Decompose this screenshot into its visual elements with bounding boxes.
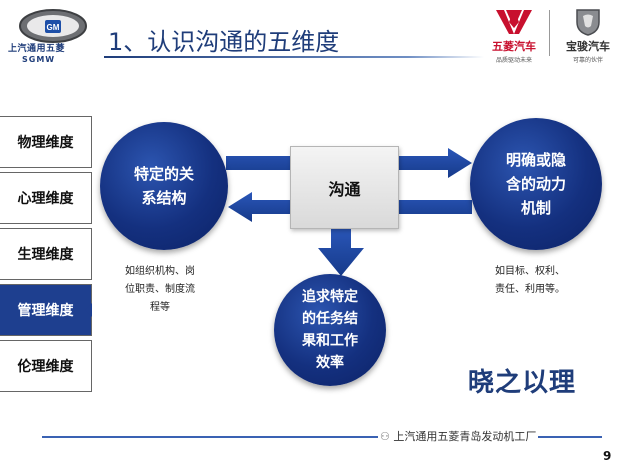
header-divider — [104, 56, 484, 58]
brand-separator — [549, 10, 550, 56]
page-title: 1、认识沟通的五维度 — [108, 28, 340, 56]
brand-baojun-name: 宝骏汽车 — [566, 40, 610, 53]
circle-bottom-line-4: 效率 — [316, 355, 344, 371]
circle-bottom-line-1: 追求特定 — [302, 289, 358, 305]
company-logo: GM — [18, 8, 88, 44]
logo-company-name: 上汽通用五菱 — [8, 44, 66, 54]
left-description: 如组织机构、岗 位职责、制度流 程等 — [112, 263, 208, 317]
wechat-icon: ⚇ — [380, 430, 390, 443]
footer-divider — [42, 436, 602, 438]
sidebar-item-physiological[interactable]: 生理维度 — [0, 228, 92, 280]
brand-wuling: 五菱汽车 品质驱动未来 — [482, 8, 546, 64]
sidebar-item-physical[interactable]: 物理维度 — [0, 116, 92, 168]
footer-company: 上汽通用五菱青岛发动机工厂 — [393, 430, 537, 443]
circle-right-line-3: 机制 — [520, 199, 551, 217]
brand-baojun: 宝骏汽车 可靠的伙伴 — [556, 8, 620, 64]
left-desc-line-1: 如组织机构、岗 — [125, 266, 195, 277]
logo-abbreviation: SGMW — [22, 55, 56, 64]
active-pointer-icon — [85, 303, 92, 317]
brand-wuling-slogan: 品质驱动未来 — [495, 57, 532, 64]
right-desc-line-2: 责任、利用等。 — [495, 284, 565, 295]
right-desc-line-1: 如目标、权利、 — [495, 266, 565, 277]
left-desc-line-2: 位职责、制度流 — [125, 284, 195, 295]
circle-dynamic-mechanism: 明确或隐 含的动力 机制 — [470, 118, 602, 250]
circle-left-line-1: 特定的关 — [133, 165, 194, 183]
motto-text: 晓之以理 — [468, 368, 577, 398]
brand-wuling-name: 五菱汽车 — [492, 40, 536, 53]
brand-baojun-slogan: 可靠的伙伴 — [572, 57, 603, 64]
circle-left-line-2: 系结构 — [141, 189, 187, 207]
sidebar-item-ethical[interactable]: 伦理维度 — [0, 340, 92, 392]
circle-bottom-line-3: 果和工作 — [302, 333, 358, 349]
sidebar-item-psychological[interactable]: 心理维度 — [0, 172, 92, 224]
page-number: 9 — [603, 449, 612, 463]
sidebar-item-management[interactable]: 管理维度 — [0, 284, 92, 336]
baojun-logo-icon — [576, 9, 600, 36]
arrow-to-bottom-circle — [318, 228, 364, 276]
right-description: 如目标、权利、 责任、利用等。 — [484, 263, 576, 299]
svg-text:GM: GM — [47, 23, 60, 32]
circle-right-line-2: 含的动力 — [505, 175, 566, 193]
wuling-logo-icon — [496, 10, 532, 34]
circle-relationship-structure: 特定的关 系结构 — [100, 122, 228, 250]
left-desc-line-3: 程等 — [150, 302, 170, 313]
center-box-communication: 沟通 — [290, 146, 399, 229]
circle-bottom-line-2: 的任务结 — [302, 311, 358, 327]
circle-task-efficiency: 追求特定 的任务结 果和工作 效率 — [274, 274, 386, 386]
footer-text: ⚇ 上汽通用五菱青岛发动机工厂 — [378, 428, 539, 444]
circle-right-line-1: 明确或隐 — [505, 151, 566, 169]
